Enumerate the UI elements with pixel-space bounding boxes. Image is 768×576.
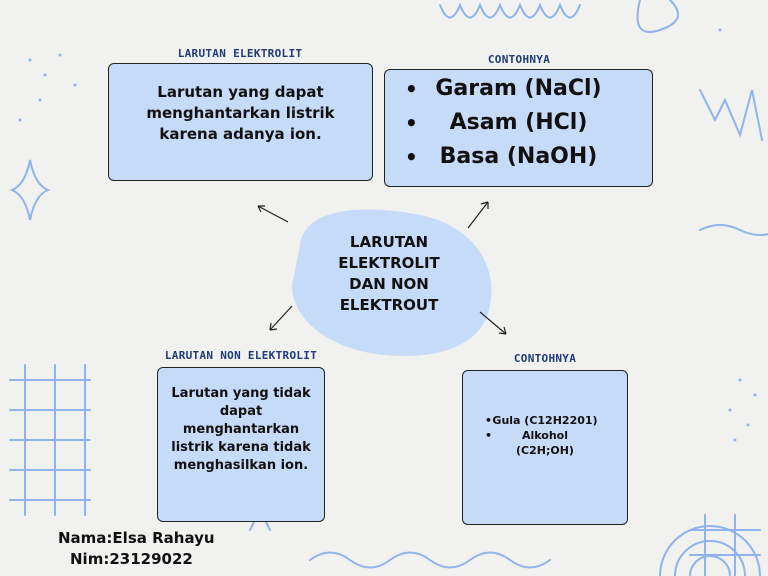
examples-list-non-elektrolit: Gula (C12H2201) Alkohol (C2H;OH) <box>463 371 627 458</box>
heading-larutan-elektrolit: LARUTAN ELEKTROLIT <box>177 47 303 60</box>
examples-box-non-elektrolit: Gula (C12H2201) Alkohol (C2H;OH) <box>462 370 628 525</box>
student-name: Nama:Elsa Rahayu <box>58 529 215 547</box>
center-topic: LARUTAN ELEKTROLIT DAN NON ELEKTROUT <box>318 232 460 316</box>
example-item: Gula (C12H2201) <box>471 413 619 428</box>
definition-text-non-elektrolit: Larutan yang tidak dapat menghantarkan l… <box>171 386 311 473</box>
center-title-line: LARUTAN <box>349 233 429 251</box>
center-title-line: ELEKTROUT <box>339 296 439 314</box>
center-blob <box>292 209 492 356</box>
heading-contohnya-bottom: CONTOHNYA <box>513 352 577 365</box>
definition-box-non-elektrolit: Larutan yang tidak dapat menghantarkan l… <box>157 367 325 522</box>
student-nim: Nim:23129022 <box>70 550 193 568</box>
examples-box-elektrolit: Garam (NaCl) Asam (HCl) Basa (NaOH) <box>384 69 653 187</box>
heading-larutan-non-elektrolit: LARUTAN NON ELEKTROLIT <box>164 349 318 362</box>
example-item: Basa (NaOH) <box>385 140 652 174</box>
center-title-line: ELEKTROLIT <box>338 254 440 272</box>
definition-box-elektrolit: Larutan yang dapat menghantarkan listrik… <box>108 63 373 181</box>
example-item: Asam (HCl) <box>385 106 652 140</box>
example-item: Alkohol (C2H;OH) <box>471 428 619 458</box>
examples-list-elektrolit: Garam (NaCl) Asam (HCl) Basa (NaOH) <box>385 70 652 174</box>
center-title-line: DAN NON <box>349 275 429 293</box>
definition-text-elektrolit: Larutan yang dapat menghantarkan listrik… <box>146 83 335 143</box>
example-item: Garam (NaCl) <box>385 72 652 106</box>
heading-contohnya-top: CONTOHNYA <box>487 53 551 66</box>
